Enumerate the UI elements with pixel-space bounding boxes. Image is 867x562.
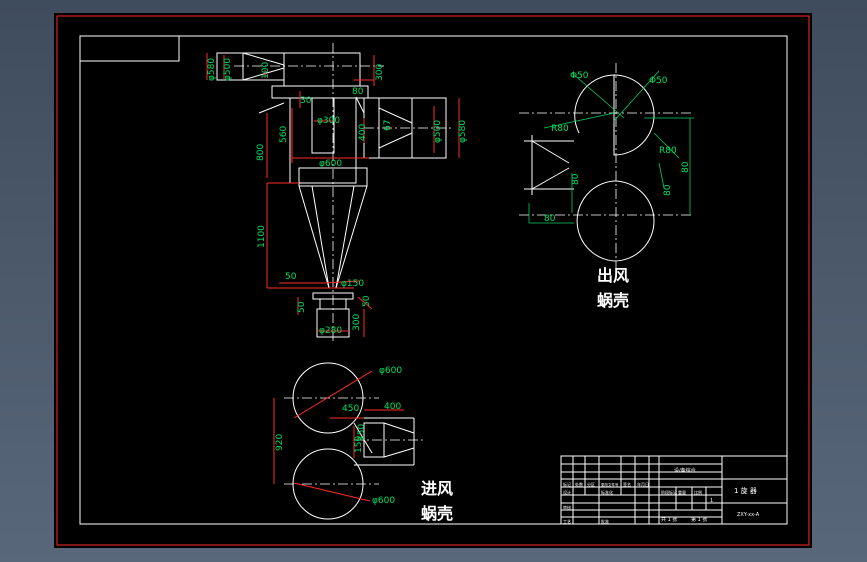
inlet-dim-phi600-top: φ600 [379,366,402,376]
dim-300-top: 300 [375,64,385,81]
tb-weight: 重量 [678,489,686,495]
cad-drawing: φ580 φ500 100 300 80 30 560 800 φ300 400… [56,15,810,546]
title-block-heading: 设/备综合 [674,467,696,474]
inlet-dim-150-b: 150 [357,424,367,441]
tb-stage: 阶段标记 [661,489,677,495]
inlet-dim-920: 920 [275,434,285,451]
cyclone-elevation: φ580 φ500 100 300 80 30 560 800 φ300 400… [206,43,468,343]
outlet-dim-a1: Φ50 [570,71,589,81]
tb-r1c5: 签名 [623,481,631,487]
tb-r3c1: 审核 [563,504,571,510]
inlet-dim-150-a: 150 [354,436,364,453]
dim-80-top: 80 [352,87,364,97]
tb-r4c1: 工艺 [563,519,571,524]
tb-r1c4: 更改文件号 [601,482,619,487]
title-block-code: ZXY-xx-A [737,512,760,518]
outlet-title-line1: 出风 [597,266,629,285]
inlet-dim-phi600-bottom: φ600 [372,496,395,506]
outlet-dim-a8: 80 [544,214,556,224]
outlet-dim-a5: 80 [681,161,691,173]
inlet-title-line1: 进风 [421,479,453,498]
dim-phi280: φ280 [319,326,342,336]
dim-100: 100 [261,62,271,79]
dim-phi580-right: φ580 [458,120,468,143]
dim-50-a: 50 [285,272,297,282]
dim-50-b: 50 [297,301,307,313]
inlet-volute-view: φ600 450 400 920 150 150 φ600 进风 蜗壳 [273,362,453,523]
outer-frame [56,15,810,546]
tb-r4c2: 批准 [601,518,609,524]
dim-560: 560 [279,126,289,143]
tb-r1c2: 处数 [575,481,583,487]
dim-67: 67 [383,120,393,131]
inlet-dim-450: 450 [342,404,359,414]
dim-800: 800 [256,144,266,161]
tb-one: 1 [710,498,713,504]
dim-phi500-right: φ500 [433,120,443,143]
tb-r2c1: 设计 [563,489,571,495]
dim-30: 30 [300,96,312,106]
dim-phi600: φ600 [319,159,342,169]
dim-phi580: φ580 [207,58,217,81]
dim-1100: 1100 [257,225,267,248]
dim-300-bottom: 300 [352,314,362,331]
inlet-dim-400: 400 [384,402,401,412]
outlet-title-line2: 蜗壳 [597,291,629,310]
outlet-dim-a6: 80 [663,184,673,196]
tb-r1c1: 标记 [563,481,571,487]
outlet-dim-a2: Φ50 [649,76,668,86]
inner-frame [79,35,788,525]
outlet-volute-view: Φ50 Φ50 R80 R80 80 80 80 80 出风 蜗壳 [519,63,694,310]
dim-50-c: 50 [362,295,372,307]
dim-400: 400 [358,124,368,141]
dim-phi500: φ500 [223,58,233,81]
code-box [79,35,180,62]
dim-phi300: φ300 [317,116,340,126]
outlet-dim-a7: 80 [571,173,581,185]
title-block-name: 1 旋 器 [734,486,757,495]
tb-r2c2: 标准化 [601,489,613,495]
title-block: 设/备综合 1 旋 器 ZXY-xx-A 标记 处数 分区 更改文件号 签名 年… [560,455,788,525]
tb-r1c6: 年月日 [637,481,649,487]
tb-sheets: 共 1 张 [661,516,677,523]
inlet-title-line2: 蜗壳 [421,504,453,523]
drawing-sheet: φ580 φ500 100 300 80 30 560 800 φ300 400… [54,13,812,548]
tb-ratio: 比例 [694,489,702,495]
dim-phi150: φ150 [341,279,364,289]
outlet-dim-a3: R80 [551,124,569,134]
tb-r1c3: 分区 [587,481,595,487]
tb-sheet-no: 第 1 张 [691,516,707,523]
outlet-dim-a4: R80 [659,146,677,156]
